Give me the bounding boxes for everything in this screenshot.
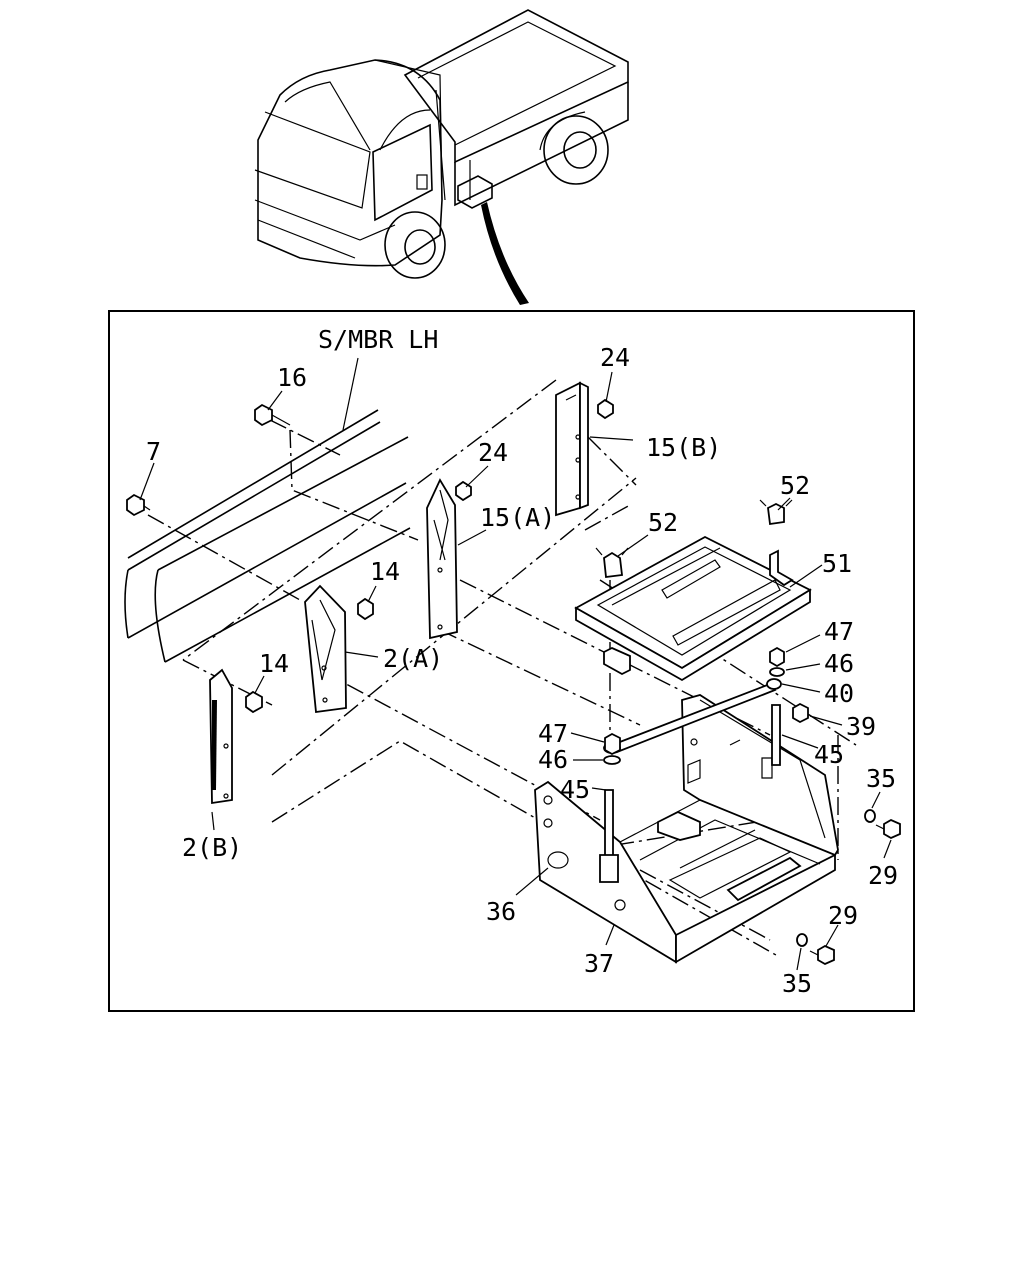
callout-36: 36 [486,897,516,926]
callout-2b: 2(B) [182,833,242,862]
wing-nut-52a [603,551,623,579]
nut-24a [597,398,614,420]
callout-46: 46 [538,745,568,774]
nut-14a [357,597,374,621]
parts [126,381,901,966]
callout-15b: 15(B) [646,433,721,462]
callout-45: 45 [814,740,844,769]
callout-29: 29 [868,861,898,890]
callout-39: 39 [846,712,876,741]
nut-47b [604,732,621,756]
side-member [124,357,411,663]
labels: S/MBR LH 24 16 15(B) 7 24 52 15(A) 52 51… [146,325,898,998]
callout-7: 7 [146,437,161,466]
bolt-7 [126,493,151,517]
callout-46: 46 [824,649,854,678]
detail-frame [108,310,915,1012]
callout-47: 47 [824,617,854,646]
callout-24: 24 [600,343,630,372]
callout-40: 40 [824,679,854,708]
callout-52: 52 [648,508,678,537]
washer-46b [603,755,621,765]
stud-45a [771,704,781,766]
washer-35b [796,933,808,947]
callout-51: 51 [822,549,852,578]
callout-37: 37 [584,949,614,978]
bolt-29b [817,944,835,966]
callout-29: 29 [828,901,858,930]
callout-52: 52 [780,471,810,500]
frame-label: S/MBR LH [318,325,438,354]
callout-16: 16 [277,363,307,392]
callout-35: 35 [866,764,896,793]
callout-14: 14 [370,557,400,586]
washer-35a [864,809,876,823]
callout-14: 14 [259,649,289,678]
truck-illustration [254,9,629,305]
callout-15a: 15(A) [480,503,555,532]
leader-lines [139,371,892,971]
battery-cover-51 [574,535,812,682]
callout-35: 35 [782,969,812,998]
nut-14b [245,690,263,714]
callout-2a: 2(A) [383,644,443,673]
bolt-16 [254,403,291,427]
bolt-29a [883,818,901,840]
callout-24: 24 [478,438,508,467]
callout-45: 45 [560,775,590,804]
nut-47a [769,646,785,668]
nut-39 [792,702,809,724]
washer-46a [769,667,785,677]
wing-nut-52b [767,502,785,526]
callout-47: 47 [538,719,568,748]
